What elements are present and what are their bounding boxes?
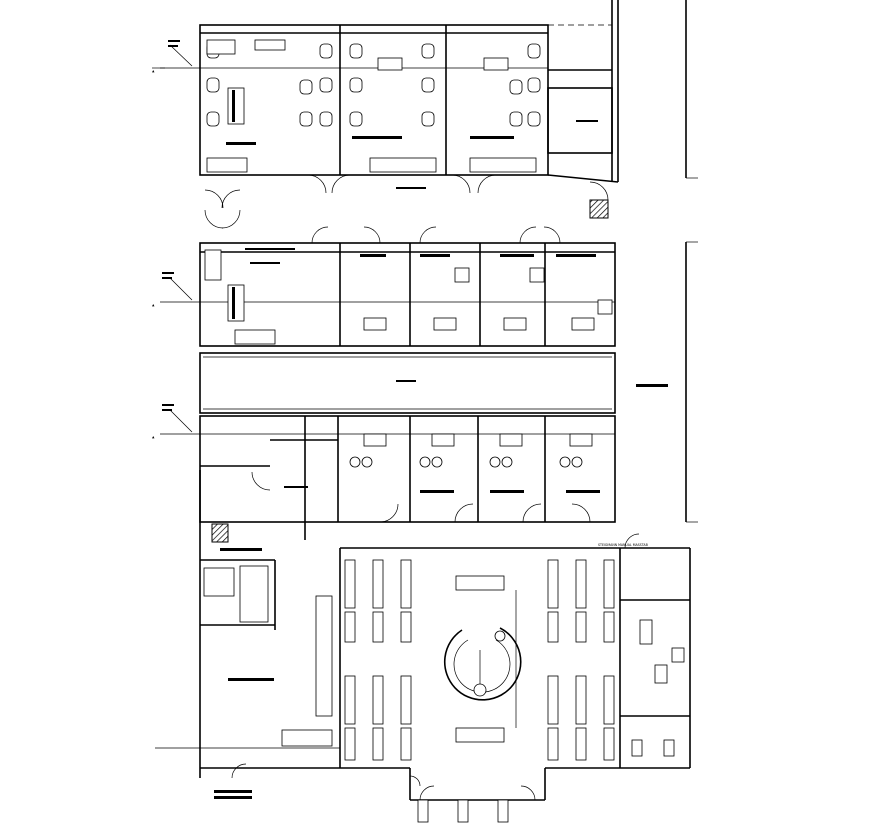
ward-block-top: ▲ (152, 0, 698, 229)
chair-icon (344, 559, 615, 761)
ward-block-lower: ▲ (152, 404, 616, 540)
hatched-shaft-icon (211, 523, 229, 543)
scale-label: STEIGMANN MANUAL MASSTAB (598, 543, 648, 547)
hatched-shaft-icon (589, 199, 609, 219)
door-swing-icon (204, 174, 609, 229)
bed-icon (363, 317, 595, 331)
toilet-icon (631, 619, 685, 757)
door-swing-icon (251, 471, 591, 523)
section-marker-icon: ▲ (152, 303, 155, 307)
bed-icon (363, 433, 593, 447)
chair-icon (349, 456, 583, 468)
door-swing-icon (311, 226, 561, 244)
section-marker-icon: ▲ (152, 435, 155, 439)
door-swing-icon (231, 533, 640, 801)
section-marker-icon: ▲ (152, 69, 155, 73)
chair-icon (206, 43, 541, 127)
waiting-hall-block: STEIGMANN MANUAL MASSTAB (155, 470, 691, 823)
ward-block-middle: ▲ (152, 226, 698, 523)
